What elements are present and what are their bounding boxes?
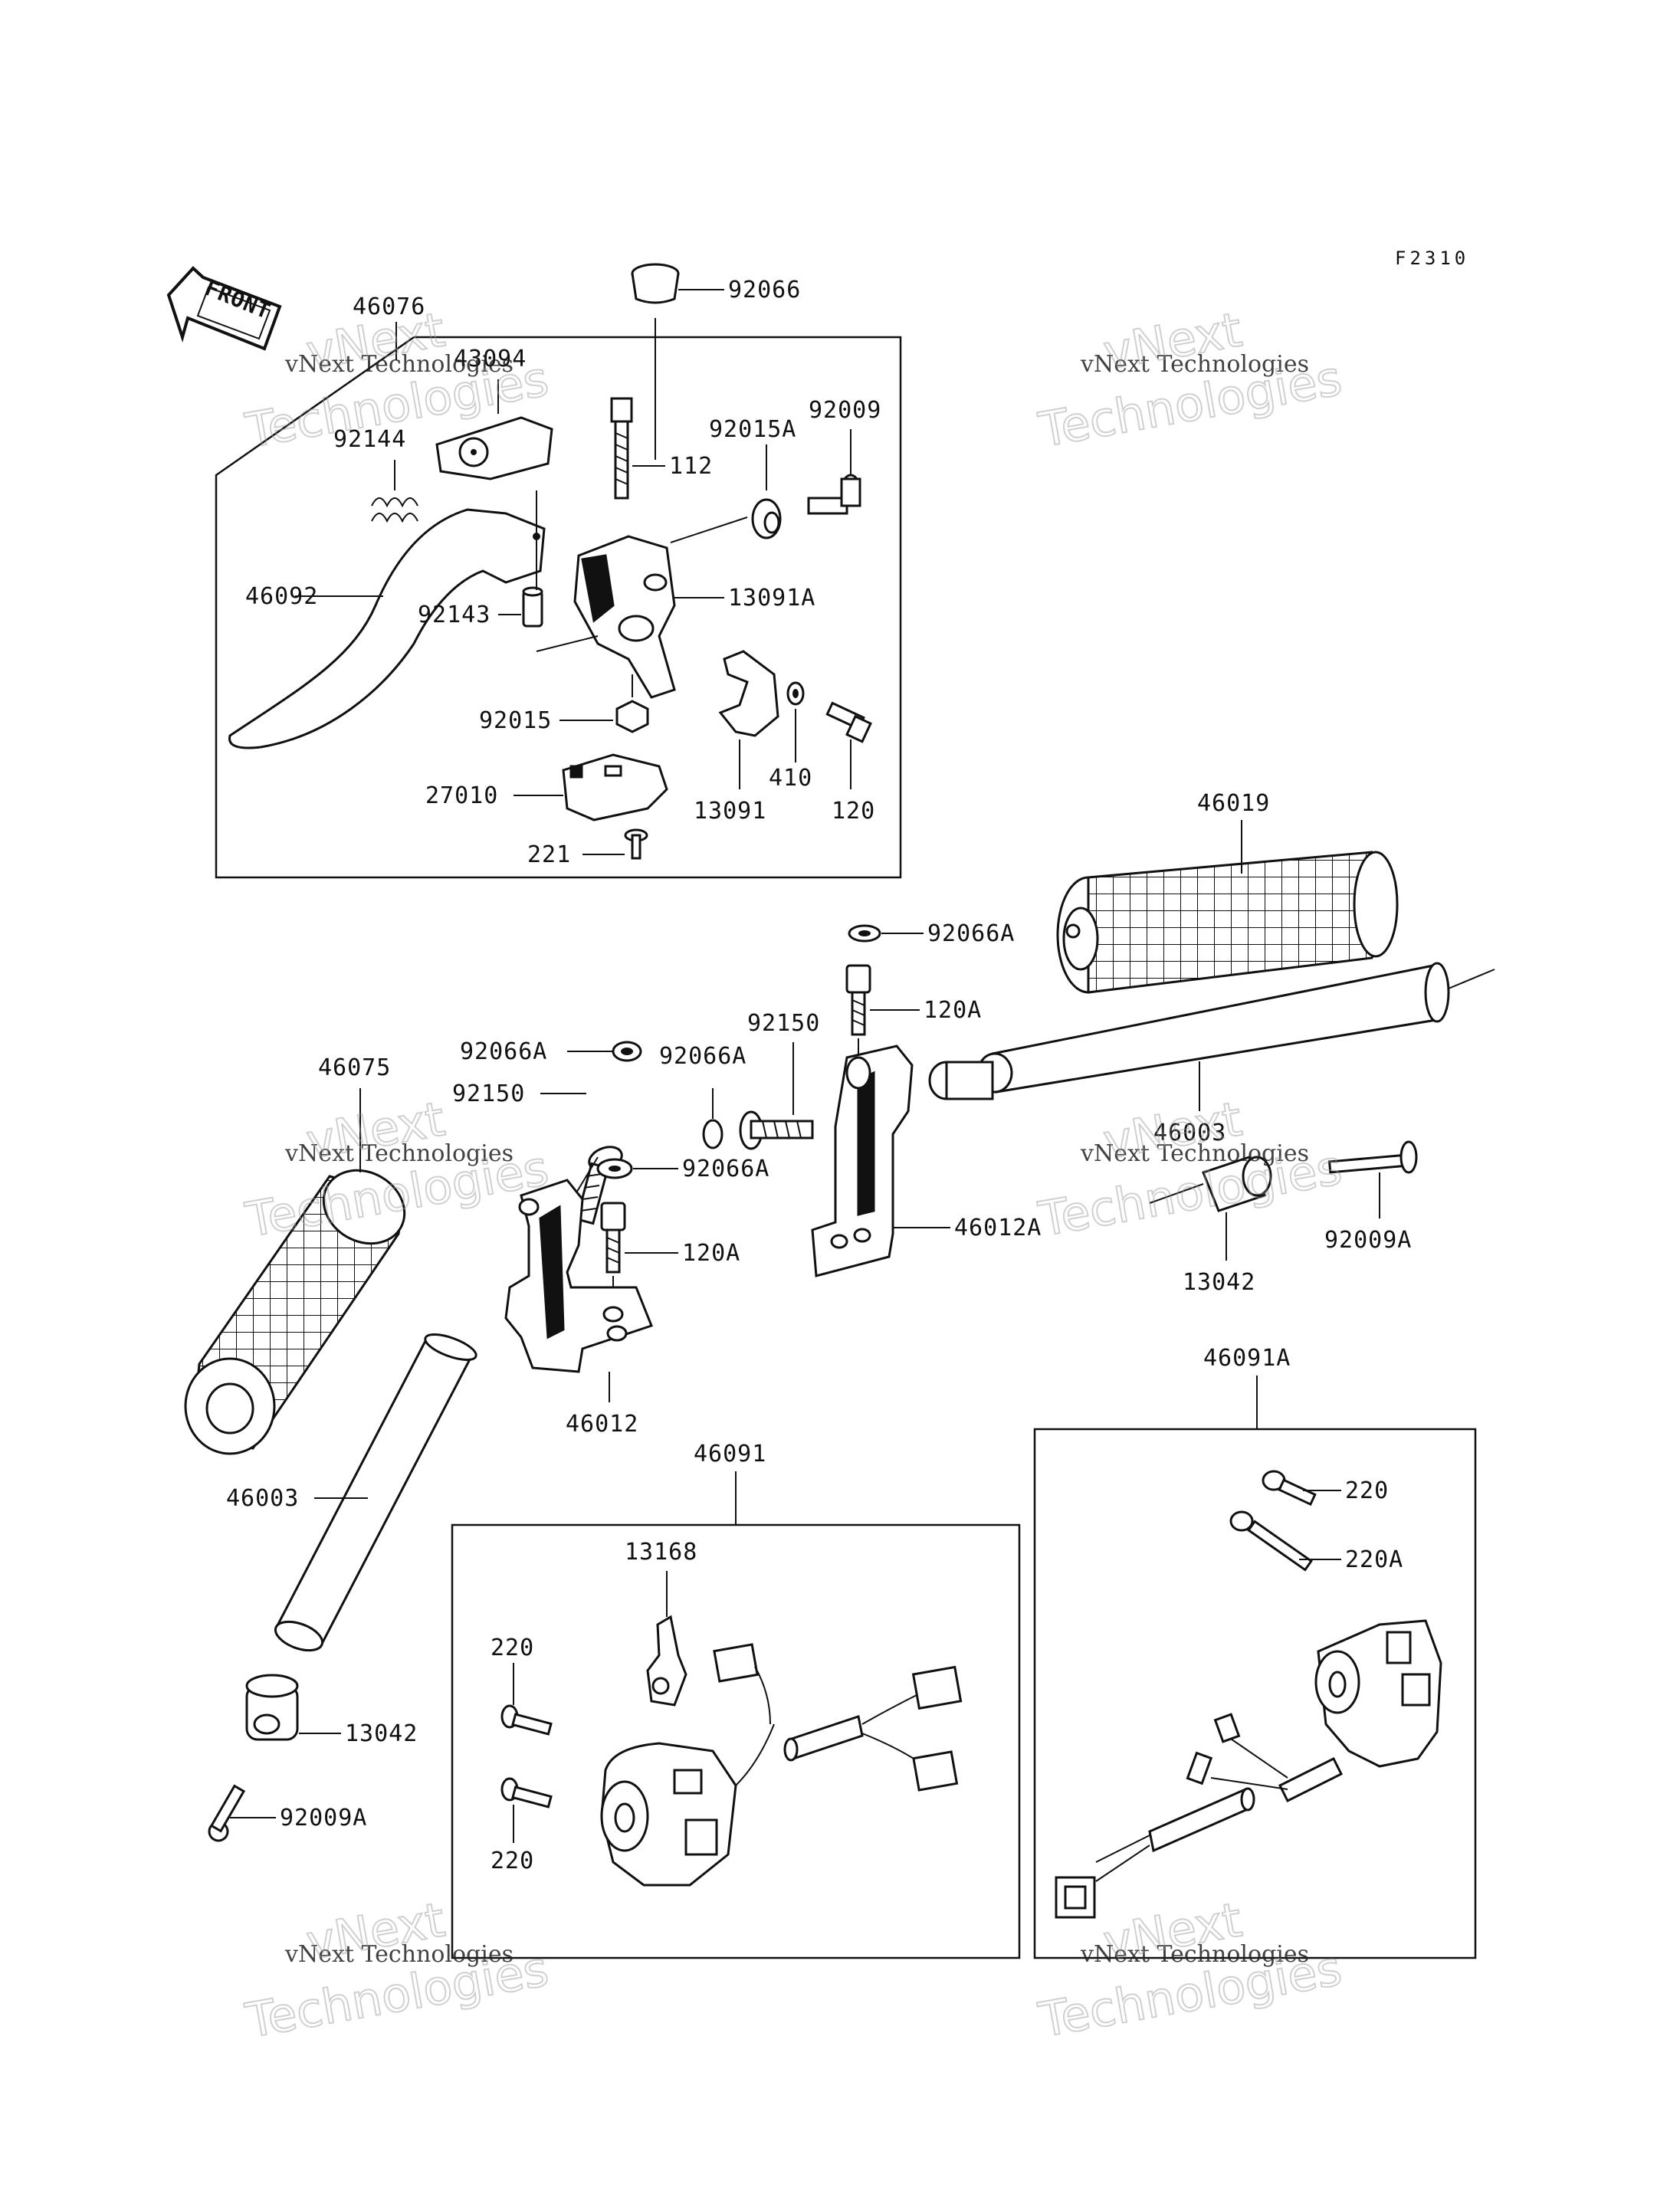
switch-46091A-box (1033, 1428, 1477, 1959)
label-92150-middle: 92150 (747, 1010, 820, 1037)
label-46076: 46076 (353, 293, 425, 320)
bolt-120A-top (845, 964, 871, 1036)
label-120A-lower: 120A (682, 1240, 740, 1267)
label-46003-left: 46003 (226, 1485, 299, 1512)
label-13042-left: 13042 (345, 1720, 418, 1747)
bolt-120 (825, 701, 872, 743)
label-46075: 46075 (318, 1054, 391, 1081)
label-92009: 92009 (809, 397, 881, 424)
label-92009A-right: 92009A (1324, 1227, 1412, 1254)
label-92150-left: 92150 (452, 1080, 525, 1107)
clip-13168 (646, 1615, 687, 1707)
label-46019: 46019 (1197, 790, 1270, 817)
washer-92066A-top (848, 924, 881, 943)
label-46012: 46012 (566, 1411, 638, 1438)
label-410: 410 (769, 765, 812, 792)
watermark-middle-right: vNext Technologies Technologies vNext (1034, 1090, 1347, 1248)
switch-27010 (562, 753, 668, 821)
washer-92066A-middle (702, 1119, 724, 1149)
screw-221 (624, 828, 648, 860)
label-220A: 220A (1345, 1546, 1403, 1573)
svg-text:vNext Technologies: vNext Technologies (1080, 351, 1309, 378)
adjuster-43094 (435, 416, 553, 480)
label-92066A-left: 92066A (460, 1038, 547, 1065)
label-27010: 27010 (425, 782, 498, 809)
label-46012A: 46012A (954, 1215, 1042, 1241)
label-221: 221 (527, 841, 571, 868)
svg-text:vNext Technologies: vNext Technologies (284, 351, 514, 378)
lever-assembly-box (215, 336, 902, 879)
svg-text:vNext Technologies: vNext Technologies (284, 1941, 514, 1968)
watermark-top-right: vNext Technologies Technologies vNext (1034, 300, 1347, 459)
screw-220A (1229, 1510, 1313, 1572)
holder-13091A (573, 535, 676, 699)
label-46091A: 46091A (1203, 1345, 1291, 1372)
washer-92066A-left (612, 1041, 642, 1062)
label-92009A-left: 92009A (280, 1805, 367, 1831)
label-120A-top: 120A (924, 997, 982, 1024)
weight-13042-right (1149, 1156, 1272, 1212)
label-92015: 92015 (479, 707, 552, 734)
label-220-lower: 220 (491, 1848, 534, 1874)
right-switch-housing (1055, 1619, 1442, 1919)
washer-410 (786, 681, 805, 706)
figure-code: F2310 (1395, 248, 1469, 269)
watermark-bottom-left: vNext Technologies Technologies vNext (241, 1890, 553, 2049)
holder-46012 (504, 1179, 653, 1373)
weight-13042-left (245, 1674, 299, 1741)
label-13091A: 13091A (728, 585, 815, 612)
collar-92143 (522, 586, 543, 628)
label-43094: 43094 (454, 346, 527, 372)
label-120: 120 (832, 798, 875, 825)
svg-text:vNext Technologies: vNext Technologies (1080, 1941, 1309, 1968)
cap-92066 (631, 263, 680, 304)
left-switch-housing (600, 1643, 963, 1887)
screw-92009 (807, 474, 861, 515)
label-92015A: 92015A (709, 416, 796, 443)
label-13042-right: 13042 (1183, 1269, 1255, 1296)
label-13091: 13091 (694, 798, 766, 825)
label-46003-right: 46003 (1153, 1120, 1226, 1146)
bolt-92150-middle (739, 1110, 814, 1150)
front-arrow-icon: FRONT (166, 266, 282, 351)
washer-92066A-lower (596, 1158, 633, 1179)
grip-46019 (1056, 851, 1399, 994)
label-92143: 92143 (418, 602, 491, 628)
screw-220-lower (500, 1777, 553, 1808)
grip-46075 (184, 1169, 406, 1455)
label-92066A-top: 92066A (927, 920, 1015, 947)
screw-92009A-left (208, 1784, 246, 1842)
switch-46091-box (451, 1523, 1021, 1959)
label-112: 112 (669, 453, 713, 480)
screw-92009A-right (1327, 1140, 1418, 1174)
label-92066A-lower: 92066A (682, 1156, 769, 1182)
label-92066: 92066 (728, 277, 801, 303)
screw-220-upper (500, 1704, 553, 1736)
tube-46003-left (274, 1333, 477, 1652)
throttle-tube-46003-right (928, 962, 1495, 1100)
bolt-112 (610, 397, 633, 500)
svg-text:vNext Technologies: vNext Technologies (1080, 1140, 1309, 1167)
label-220-right: 220 (1345, 1477, 1389, 1504)
bolt-120A-lower (600, 1202, 626, 1274)
nut-92015A (751, 498, 782, 539)
label-46091: 46091 (694, 1441, 766, 1467)
label-92066A-middle: 92066A (659, 1043, 746, 1070)
screw-220-right (1262, 1470, 1317, 1507)
holder-46012A (811, 1044, 914, 1277)
nut-92015 (615, 700, 649, 733)
svg-text:vNext Technologies: vNext Technologies (284, 1140, 514, 1167)
spring-92144 (371, 497, 418, 523)
label-92144: 92144 (333, 426, 406, 453)
clamp-13091 (718, 650, 779, 737)
label-46092: 46092 (245, 583, 318, 610)
label-220-upper: 220 (491, 1635, 534, 1661)
label-13168: 13168 (625, 1539, 697, 1566)
bolt-92150-left (575, 1146, 623, 1225)
